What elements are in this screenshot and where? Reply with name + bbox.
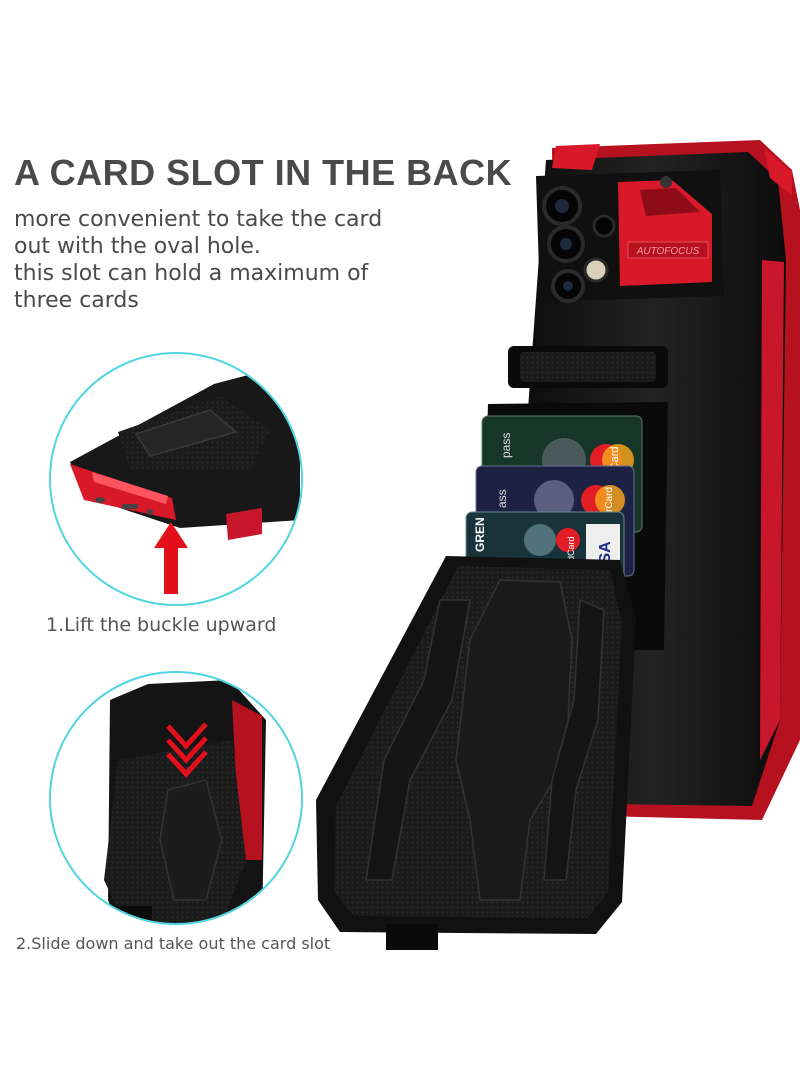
headline: A CARD SLOT IN THE BACK	[14, 152, 513, 193]
ridge	[134, 409, 238, 457]
camera-lenses	[542, 186, 616, 303]
arrow-up-icon	[164, 544, 178, 594]
step-1-caption: 1.Lift the buckle upward	[46, 614, 277, 636]
red-corner	[226, 508, 262, 540]
kickstand-grip	[520, 352, 656, 382]
ridge	[159, 779, 223, 901]
autofocus-badge	[627, 241, 709, 259]
camera-plate-shade	[640, 188, 700, 216]
description: more convenient to take the card out wit…	[14, 206, 382, 314]
card-holder	[316, 556, 636, 950]
card-hologram	[534, 480, 574, 520]
corner-accent	[552, 144, 600, 170]
card-text: pass	[499, 433, 513, 458]
card-logo	[595, 485, 625, 515]
red-side-strip	[760, 260, 784, 760]
detail-circle-lift-buckle	[49, 352, 303, 606]
port	[122, 504, 138, 509]
autofocus-label: AUTOFOCUS	[636, 246, 700, 257]
card-text: rCard	[604, 487, 615, 512]
holder-tab	[386, 924, 438, 950]
card-text: ass	[495, 489, 509, 508]
card-logo	[556, 528, 580, 552]
card-text: GREN	[473, 517, 487, 552]
port	[147, 509, 153, 515]
step-2-caption: 2.Slide down and take out the card slot	[16, 934, 331, 953]
chevron-down-icon	[166, 722, 208, 778]
buckle-highlight	[92, 472, 168, 504]
detail-circle-slide-down	[49, 671, 303, 925]
phone-case: AUTOFOCUS pass rCard	[316, 140, 800, 950]
holder-ridge	[365, 599, 471, 881]
port	[95, 497, 105, 503]
arrow-up-icon	[154, 522, 188, 548]
card-hologram	[524, 524, 556, 556]
card-text: rdCard	[566, 536, 576, 564]
cyan-circle-outline	[49, 671, 303, 925]
holder-ridge	[455, 579, 573, 901]
description-line: this slot can hold a maximum of	[14, 261, 369, 286]
corner-accent	[764, 148, 792, 196]
holder-ridge	[543, 598, 605, 881]
flash-icon	[660, 176, 672, 188]
holder-tab-closeup	[108, 906, 152, 924]
description-line: three cards	[14, 288, 139, 313]
description-line: more convenient to take the card	[14, 207, 383, 232]
description-line: out with the oval hole.	[14, 234, 261, 259]
cyan-circle-outline	[49, 352, 303, 606]
